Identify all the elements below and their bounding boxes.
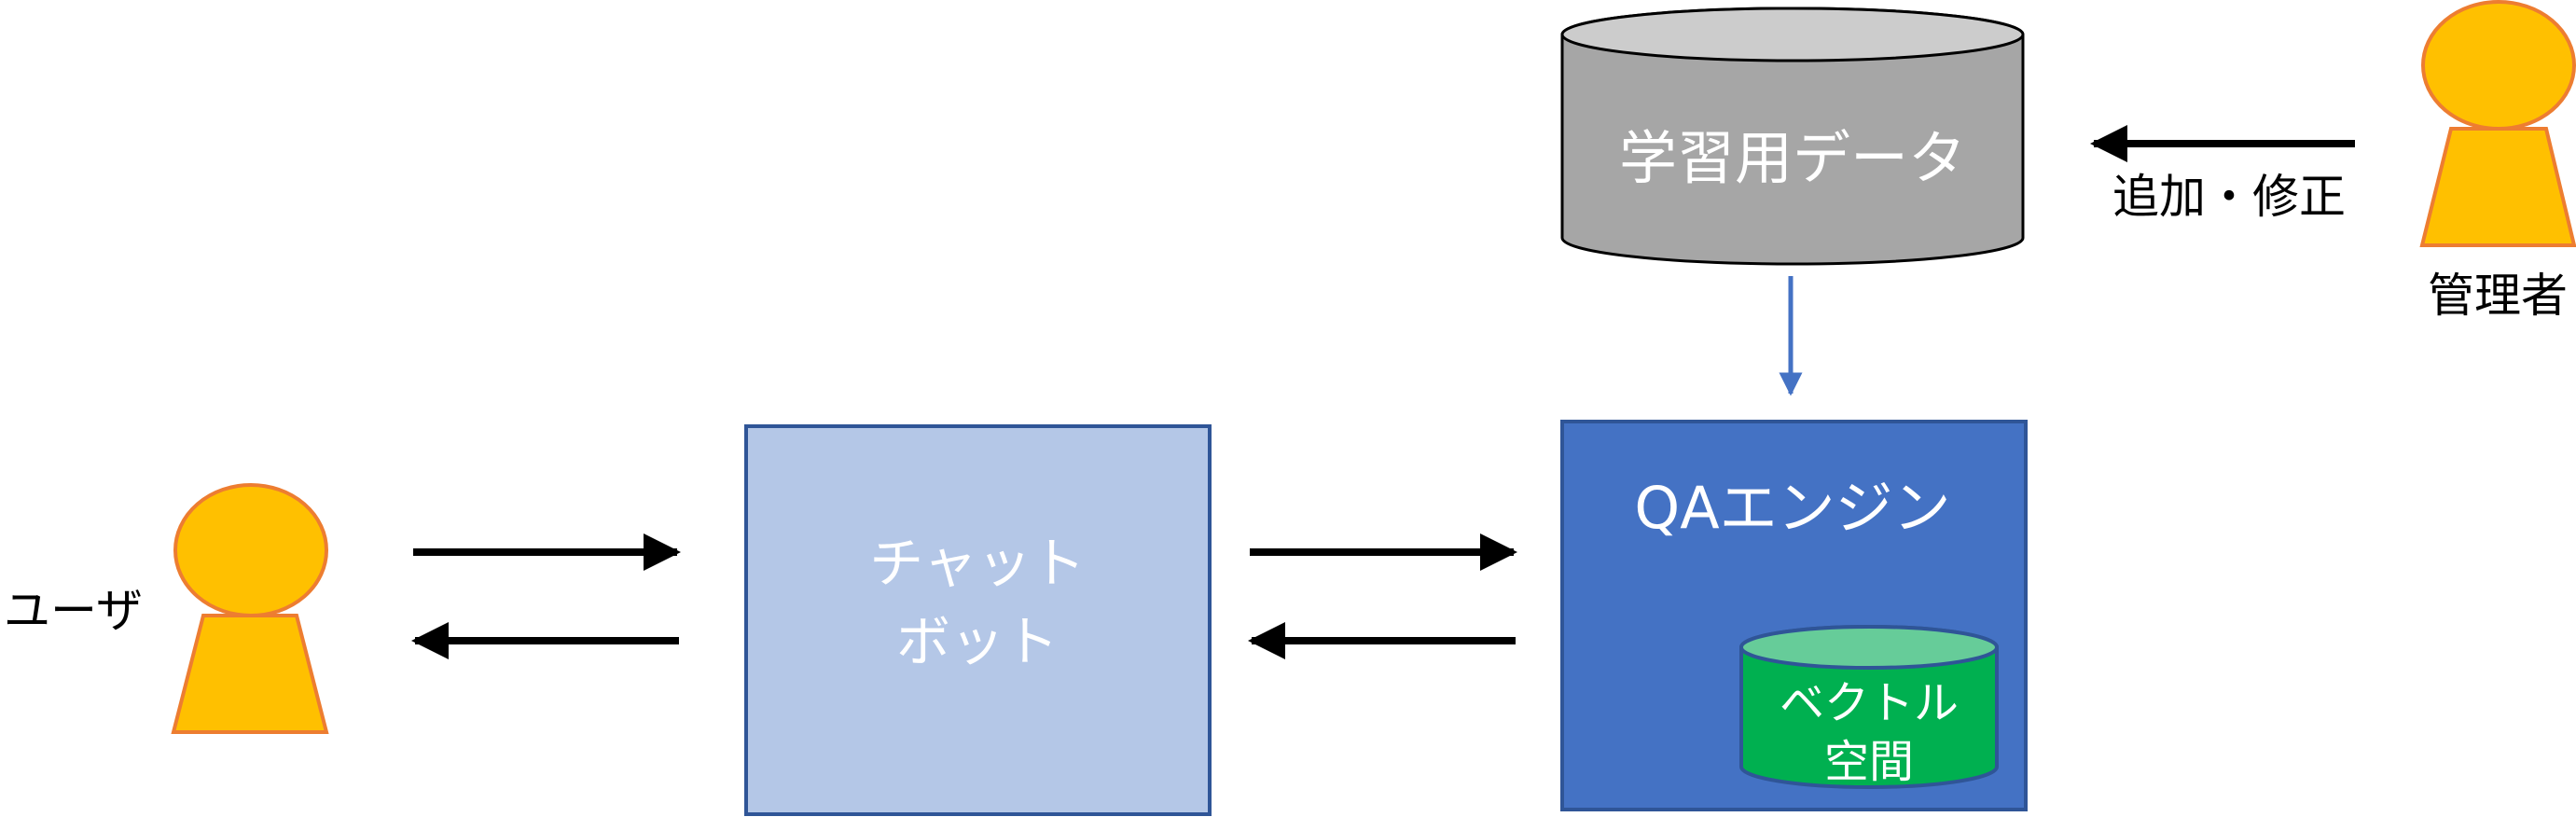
chatbot-label-line1: チャット — [869, 532, 1085, 595]
admin-action-label: 追加・修正 — [2112, 170, 2346, 224]
chatbot-box — [744, 424, 1212, 816]
qa-engine-label: QAエンジン — [1634, 474, 1950, 542]
training-data-cylinder — [1560, 7, 2025, 266]
chatbot-label-line2: ボット — [896, 610, 1059, 673]
user-body — [171, 614, 329, 734]
training-data-label: 学習用データ — [1619, 124, 1966, 192]
user-person-icon — [171, 483, 329, 734]
vector-space-label-line2: 空間 — [1824, 736, 1914, 788]
admin-head — [2421, 0, 2576, 131]
vector-space-cylinder — [1739, 625, 1999, 789]
admin-body — [2419, 127, 2576, 247]
admin-person-icon — [2419, 0, 2576, 247]
user-head — [173, 483, 328, 617]
training-data-top — [1560, 7, 2025, 62]
vector-space-top — [1739, 625, 1999, 670]
user-label: ユーザ — [4, 584, 143, 638]
admin-label: 管理者 — [2428, 269, 2568, 323]
vector-space-label-line1: ベクトル — [1780, 677, 1959, 729]
